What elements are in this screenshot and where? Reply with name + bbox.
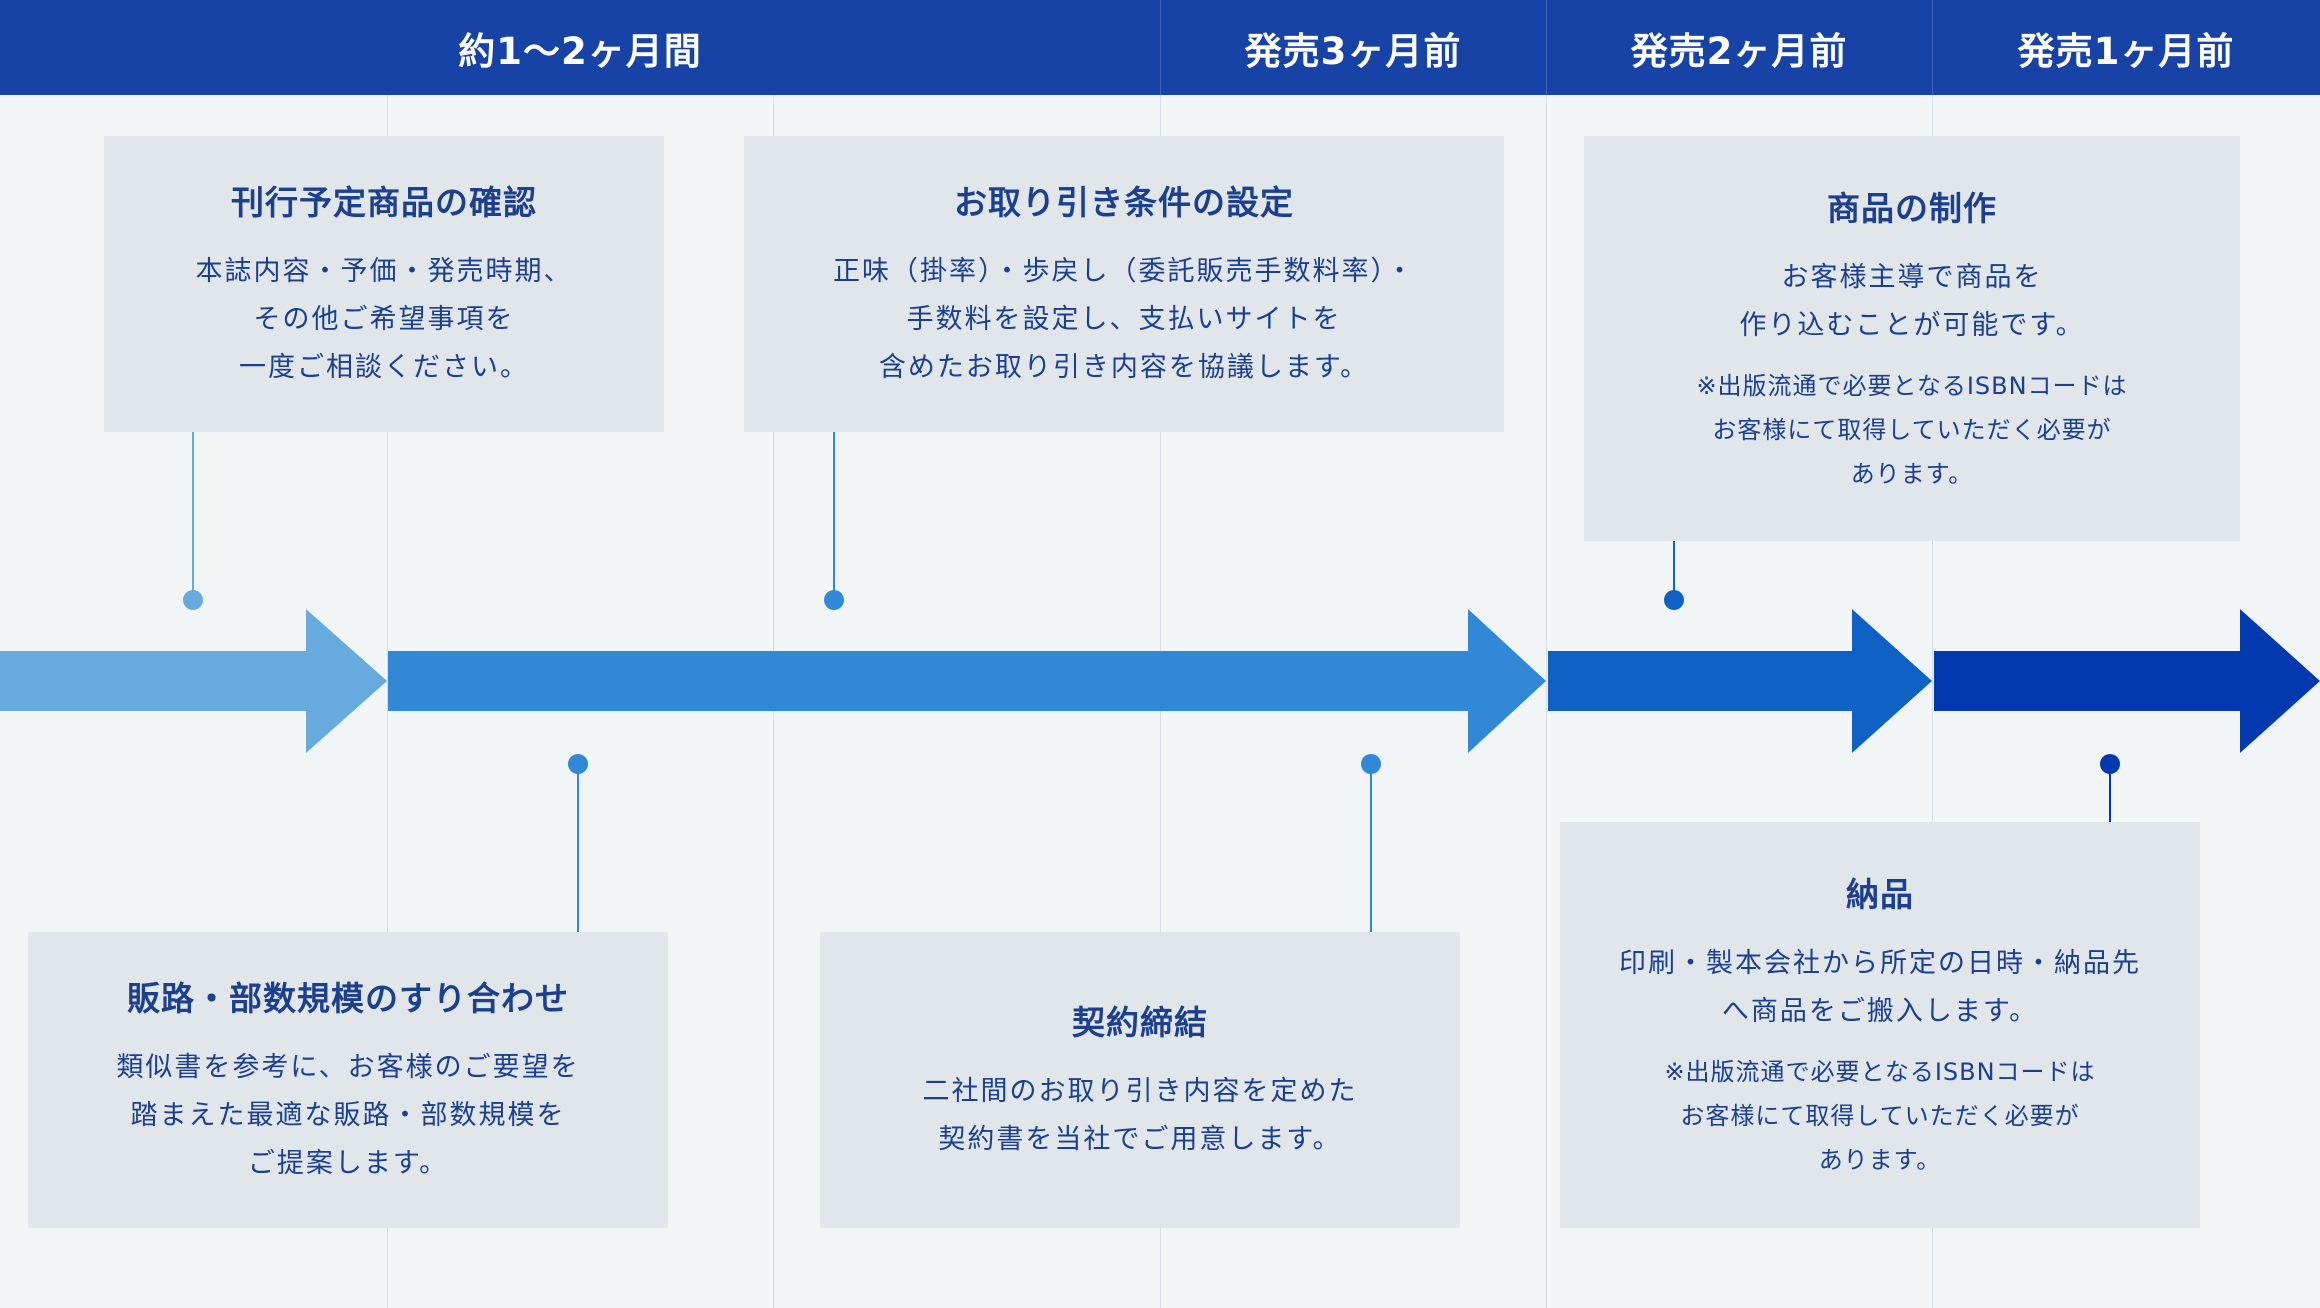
note-line: ※出版流通で必要となるISBNコードは: [1696, 371, 2128, 400]
connector-line: [1370, 764, 1372, 932]
phase-label-1-month-before: 発売1ヶ月前: [2017, 29, 2235, 73]
step-box-contract: 契約締結 二社間のお取り引き内容を定めた 契約書を当社でご用意します。: [820, 932, 1460, 1228]
description-line: 二社間のお取り引き内容を定めた: [922, 1076, 1358, 1107]
description-line: 含めたお取り引き内容を協議します。: [878, 352, 1370, 383]
timeline-arrow-3: [1548, 609, 1932, 753]
timeline-arrow-4: [1934, 609, 2320, 753]
description-line: 一度ご相談ください。: [239, 352, 529, 383]
description-line: 印刷・製本会社から所定の日時・納品先: [1619, 948, 2141, 979]
step-description: お客様主導で商品を 作り込むことが可能です。: [1739, 254, 2084, 350]
header-divider: [1160, 0, 1161, 95]
header-divider: [1932, 0, 1933, 95]
timeline-arrow-2: [388, 609, 1546, 753]
description-line: 手数料を設定し、支払いサイトを: [906, 304, 1342, 335]
description-line: その他ご希望事項を: [253, 304, 515, 335]
phase-label-2-months-before: 発売2ヶ月前: [1630, 29, 1848, 73]
step-box-product-confirmation: 刊行予定商品の確認 本誌内容・予価・発売時期、 その他ご希望事項を 一度ご相談く…: [104, 136, 664, 432]
phase-label-3-months-before: 発売3ヶ月前: [1244, 29, 1462, 73]
step-note: ※出版流通で必要となるISBNコードは お客様にて取得していただく必要が ありま…: [1696, 364, 2127, 496]
description-line: 正味（掛率）・歩戻し（委託販売手数料率）・: [833, 256, 1415, 287]
step-box-sales-channel: 販路・部数規模のすり合わせ 類似書を参考に、お客様のご要望を 踏まえた最適な販路…: [28, 932, 668, 1228]
step-title: 商品の制作: [1827, 188, 1997, 228]
description-line: 作り込むことが可能です。: [1739, 309, 2085, 341]
step-title: 納品: [1846, 875, 1914, 914]
grid-line: [1546, 95, 1547, 1308]
description-line: 類似書を参考に、お客様のご要望を: [116, 1052, 580, 1083]
phase-label-1-2-months: 約1〜2ヶ月間: [458, 29, 702, 73]
step-box-trade-terms: お取り引き条件の設定 正味（掛率）・歩戻し（委託販売手数料率）・ 手数料を設定し…: [744, 136, 1504, 432]
description-line: 契約書を当社でご用意します。: [938, 1124, 1342, 1155]
step-title: 刊行予定商品の確認: [231, 183, 537, 222]
connector-line: [2109, 764, 2111, 822]
connector-line: [1673, 541, 1675, 600]
note-line: あります。: [1818, 1146, 1942, 1174]
note-line: ※出版流通で必要となるISBNコードは: [1664, 1058, 2096, 1086]
connector-line: [192, 432, 194, 600]
connector-line: [833, 432, 835, 600]
step-title: 販路・部数規模のすり合わせ: [127, 979, 569, 1018]
step-box-delivery: 納品 印刷・製本会社から所定の日時・納品先 へ商品をご搬入します。 ※出版流通で…: [1560, 822, 2200, 1228]
grid-line: [387, 95, 388, 1308]
description-line: ご提案します。: [247, 1148, 449, 1179]
step-description: 二社間のお取り引き内容を定めた 契約書を当社でご用意します。: [923, 1068, 1358, 1164]
step-box-production: 商品の制作 お客様主導で商品を 作り込むことが可能です。 ※出版流通で必要となる…: [1584, 136, 2240, 541]
step-note: ※出版流通で必要となるISBNコードは お客様にて取得していただく必要が ありま…: [1664, 1050, 2095, 1182]
connector-line: [577, 764, 579, 932]
note-line: お客様にて取得していただく必要が: [1680, 1102, 2080, 1130]
step-description: 印刷・製本会社から所定の日時・納品先 へ商品をご搬入します。: [1619, 940, 2141, 1036]
header-divider: [1546, 0, 1547, 95]
description-line: 踏まえた最適な販路・部数規模を: [130, 1100, 566, 1131]
step-description: 本誌内容・予価・発売時期、 その他ご希望事項を 一度ご相談ください。: [196, 248, 573, 392]
description-line: 本誌内容・予価・発売時期、: [195, 256, 573, 287]
step-description: 類似書を参考に、お客様のご要望を 踏まえた最適な販路・部数規模を ご提案します。: [116, 1044, 579, 1188]
note-line: あります。: [1850, 459, 1974, 488]
step-title: お取り引き条件の設定: [954, 183, 1294, 222]
step-description: 正味（掛率）・歩戻し（委託販売手数料率）・ 手数料を設定し、支払いサイトを 含め…: [833, 248, 1415, 392]
step-title: 契約締結: [1072, 1003, 1208, 1042]
timeline-header: 約1〜2ヶ月間 発売3ヶ月前 発売2ヶ月前 発売1ヶ月前: [0, 0, 2320, 95]
timeline-arrow-1: [0, 609, 387, 753]
connector-dot: [824, 590, 844, 610]
description-line: へ商品をご搬入します。: [1721, 996, 2039, 1027]
grid-line: [1932, 95, 1933, 1308]
description-line: お客様主導で商品を: [1781, 261, 2043, 293]
note-line: お客様にて取得していただく必要が: [1712, 415, 2112, 444]
connector-dot: [1664, 590, 1684, 610]
connector-dot: [183, 590, 203, 610]
